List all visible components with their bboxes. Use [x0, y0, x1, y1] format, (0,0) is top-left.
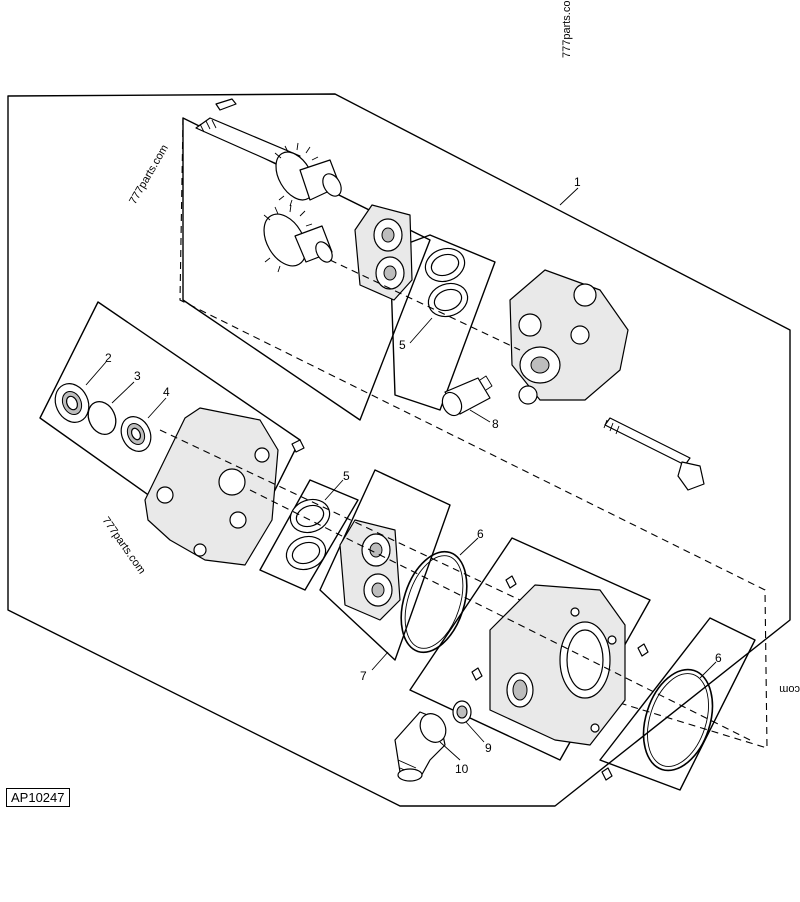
front-bearing-block-part: [354, 204, 413, 301]
dowel-pin-part: [291, 439, 305, 453]
watermark-left: 777parts.com: [127, 143, 171, 207]
woodruff-key-part: [215, 98, 237, 111]
dowel-pin-left-part: [471, 667, 483, 681]
gear-group-frame: [182, 117, 431, 421]
leader-2: [85, 361, 107, 386]
leader-3: [111, 381, 135, 404]
callout-5-lower: 5: [343, 469, 350, 483]
leader-10: [439, 741, 461, 761]
wear-ring-lower-part: [285, 498, 331, 571]
wear-ring-upper-part: [424, 247, 469, 318]
callout-1: 1: [574, 175, 581, 189]
leader-6-right: [699, 661, 717, 679]
center-bearing-block-part: [339, 519, 401, 621]
drive-gear-shaft-part: [195, 117, 342, 207]
mounting-flange-part: [144, 407, 279, 566]
shaft-seal-part: [54, 383, 90, 423]
watermark-top-right: 777parts.com: [561, 0, 573, 58]
ring-group-frame-top: [389, 234, 496, 411]
front-cover-part: [509, 269, 629, 405]
leader-6-center: [459, 537, 479, 556]
plug-part: [452, 700, 472, 724]
assembly-frame: [7, 93, 791, 807]
leader-7: [371, 651, 389, 671]
center-block-frame: [319, 469, 451, 661]
driven-gear-part: [263, 204, 333, 273]
callout-6-right: 6: [715, 651, 722, 665]
reference-code-label: AP10247: [6, 788, 70, 807]
callout-6-center: 6: [477, 527, 484, 541]
bearing-part: [120, 416, 152, 452]
callout-8: 8: [492, 417, 499, 431]
right-seal-frame: [599, 617, 756, 791]
dowel-pin-right-part: [637, 643, 649, 657]
callout-10: 10: [455, 762, 469, 776]
callout-7: 7: [360, 669, 367, 683]
through-bolt-part: [603, 417, 705, 491]
callout-4: 4: [163, 385, 170, 399]
callout-5-upper: 5: [399, 338, 406, 352]
oring-center-part: [400, 550, 468, 654]
callout-3: 3: [134, 369, 141, 383]
watermark-flange: 777parts.com: [100, 515, 148, 576]
rear-housing-frame: [409, 537, 651, 761]
dowel-pin-upper-part: [505, 575, 517, 589]
centerline-lower: [249, 489, 751, 741]
watermark-right-edge: com: [779, 683, 800, 695]
leader-1: [559, 187, 579, 206]
oring-right-part: [642, 668, 714, 772]
callout-9: 9: [485, 741, 492, 755]
leader-8: [469, 409, 491, 423]
leader-9: [465, 721, 485, 743]
dowel-pin-lower-part: [601, 767, 613, 781]
rear-housing-part: [489, 584, 626, 746]
leader-4: [147, 397, 167, 419]
relief-valve-part: [441, 375, 493, 417]
centerline-middle: [159, 429, 521, 601]
snap-ring-part: [87, 400, 117, 436]
leader-5-upper: [409, 317, 433, 344]
callout-2: 2: [105, 351, 112, 365]
elbow-fitting-part: [394, 711, 447, 782]
dashed-group-outline: [179, 117, 768, 749]
leader-5-lower: [324, 479, 344, 501]
